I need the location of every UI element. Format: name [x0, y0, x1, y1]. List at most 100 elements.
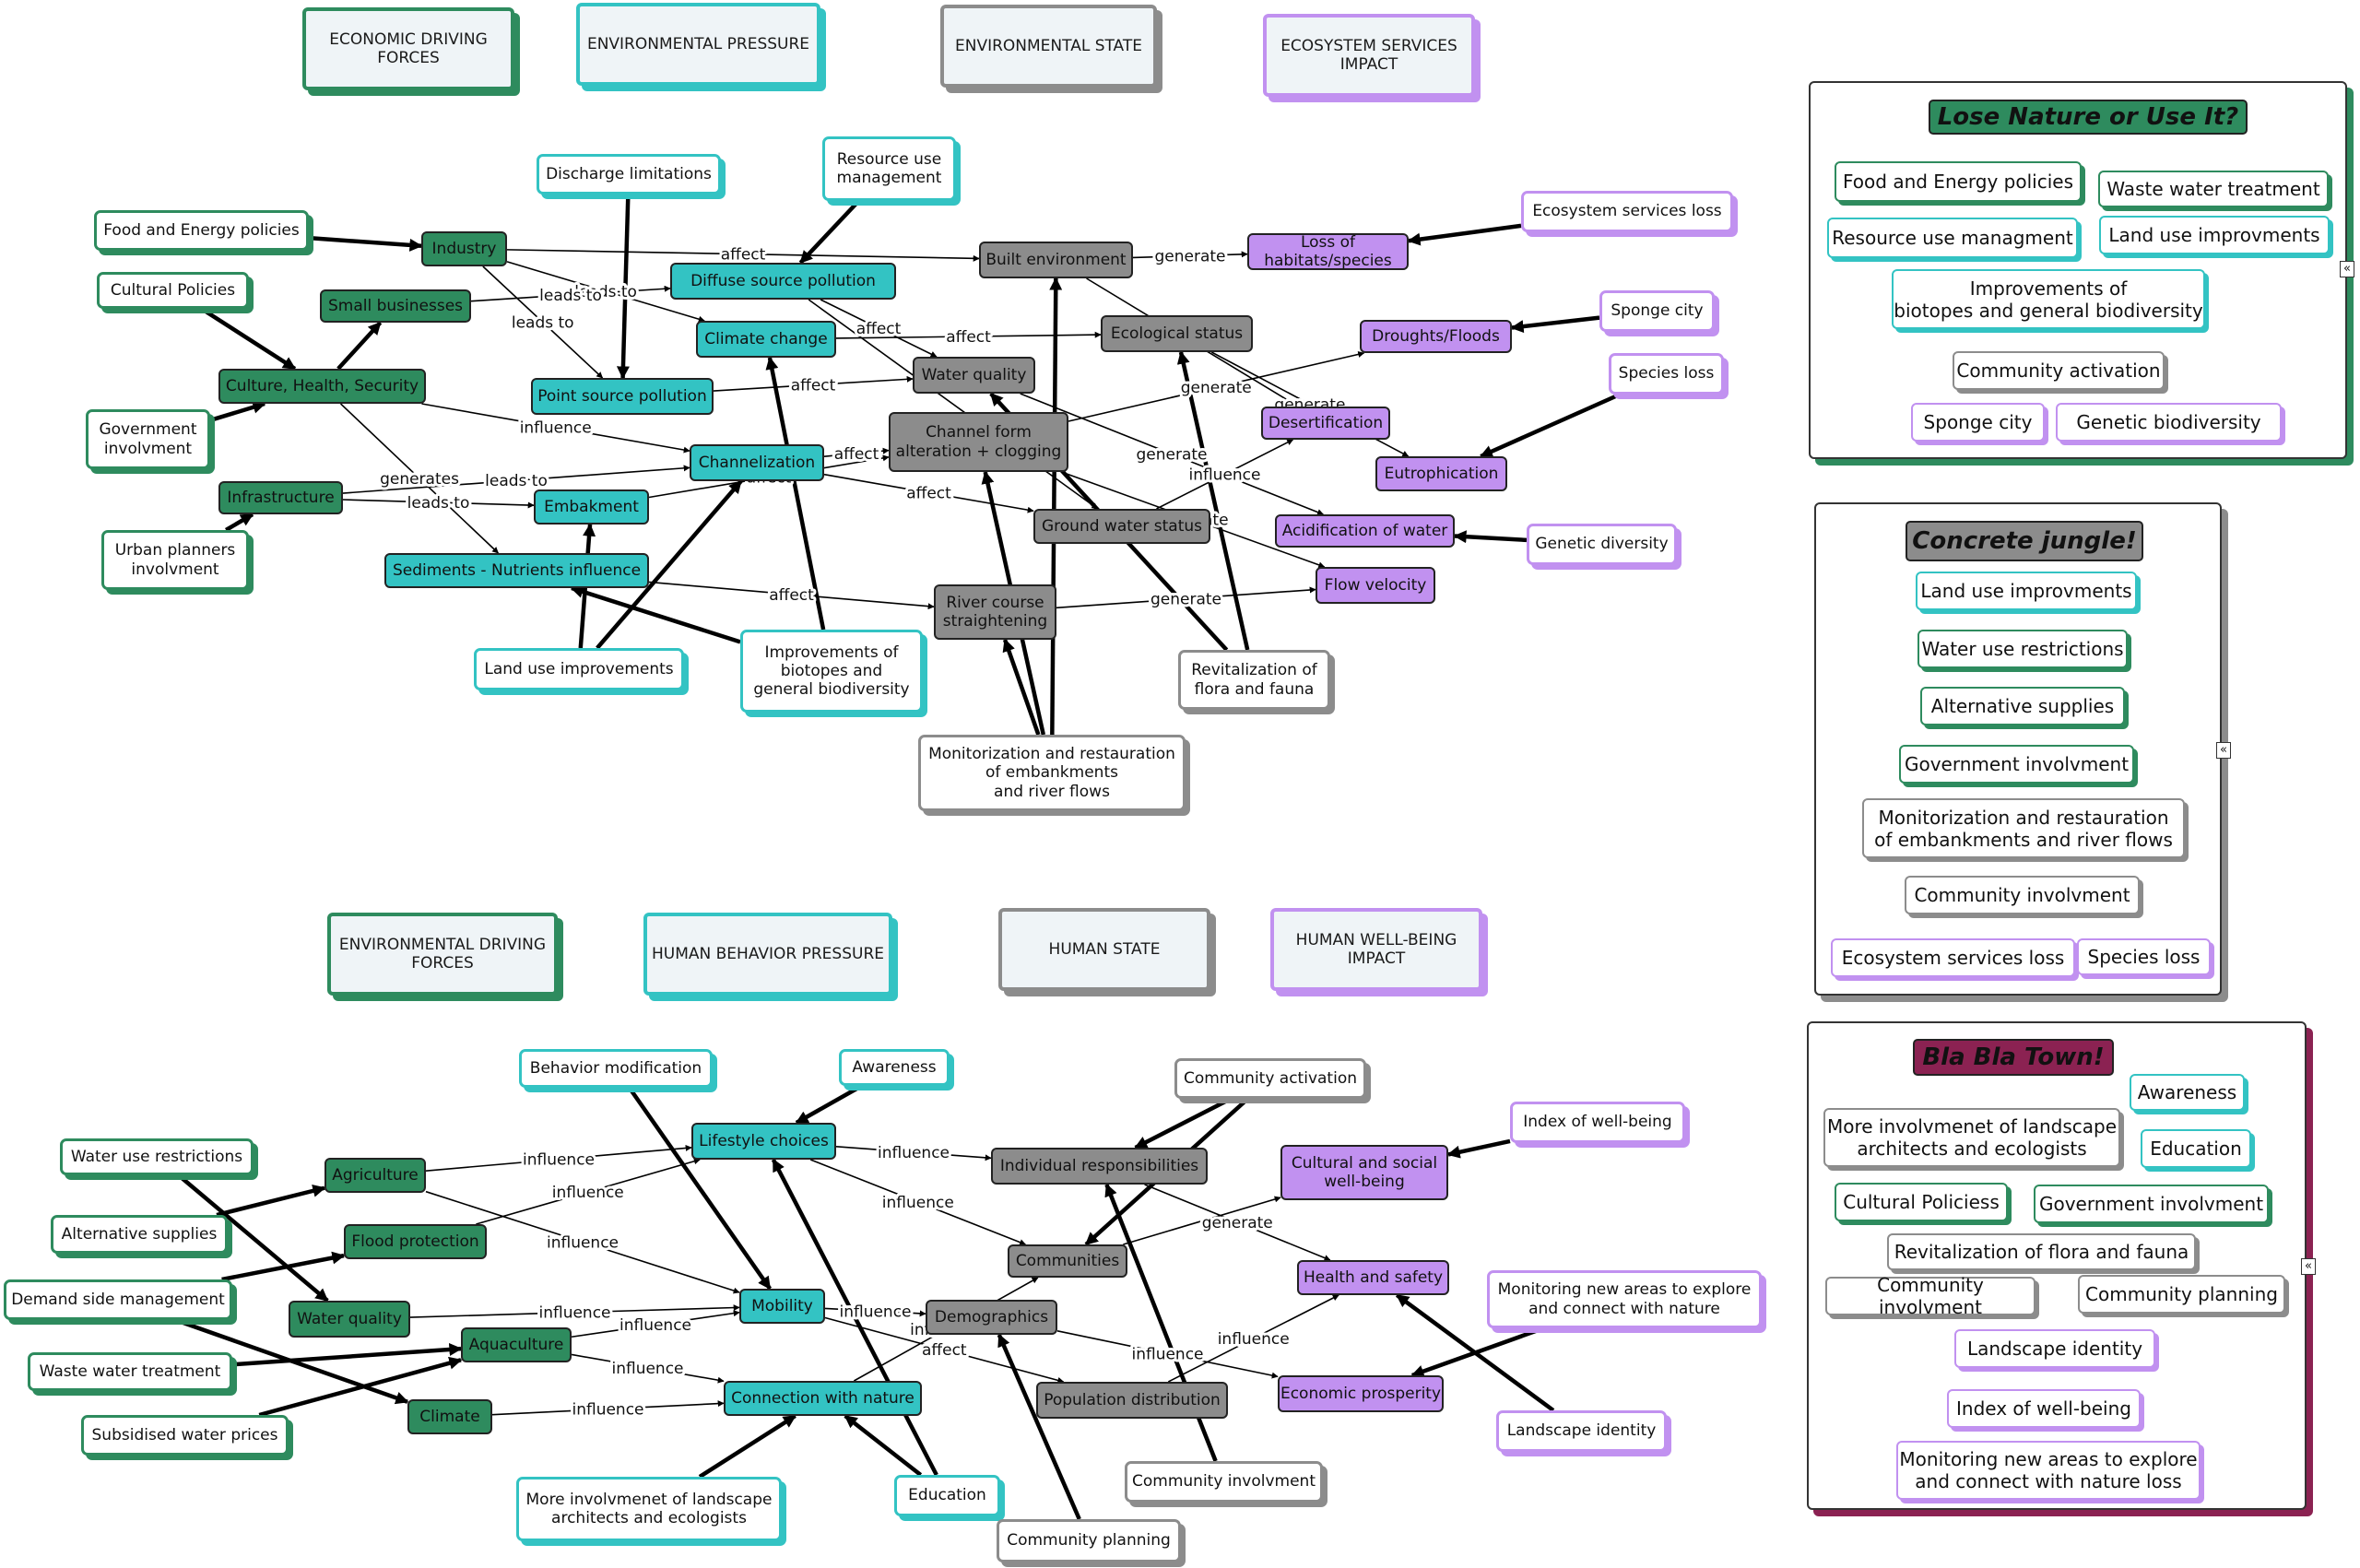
node-flow-vel[interactable]: Flow velocity: [1316, 567, 1435, 604]
node-communities[interactable]: Communities: [1008, 1244, 1127, 1278]
node-sediments[interactable]: Sediments - Nutrients influence: [384, 553, 649, 588]
node-conn-nature[interactable]: Connection with nature: [724, 1381, 922, 1416]
node-subsidised[interactable]: Subsidised water prices: [81, 1415, 289, 1456]
node-sponge[interactable]: Sponge city: [1599, 290, 1715, 332]
node-cultural-pol[interactable]: Cultural Policies: [97, 272, 249, 309]
node-education[interactable]: Education: [894, 1475, 1000, 1516]
node-river-course[interactable]: River course straightening: [934, 584, 1056, 640]
scenario-item[interactable]: Water use restrictions: [1918, 630, 2128, 668]
scenario-item[interactable]: Government involvment: [1899, 745, 2134, 784]
node-food-energy[interactable]: Food and Energy policies: [94, 210, 309, 251]
node-awareness[interactable]: Awareness: [839, 1049, 950, 1086]
node-aqua[interactable]: Aquaculture: [461, 1327, 572, 1362]
node-point-src[interactable]: Point source pollution: [531, 378, 714, 415]
scenario-item[interactable]: Improvements of biotopes and general bio…: [1892, 269, 2205, 329]
node-ground-water[interactable]: Ground water status: [1033, 509, 1210, 544]
edge-agri-to-mobility: [425, 1190, 740, 1294]
scenario-item[interactable]: Land use improvments: [1916, 572, 2137, 610]
node-climate-ch[interactable]: Climate change: [696, 321, 836, 358]
scenario-item[interactable]: Awareness: [2130, 1074, 2245, 1111]
node-more-inv[interactable]: More involvmenet of landscape architects…: [516, 1477, 782, 1541]
node-landscape-id[interactable]: Landscape identity: [1496, 1410, 1667, 1452]
node-resource-use[interactable]: Resource use management: [822, 136, 956, 201]
node-built-env[interactable]: Built environment: [979, 242, 1133, 278]
edge-label-mobility-to-pop-dist: affect: [922, 1341, 967, 1360]
edge-channelize-to-channel-form: [823, 447, 890, 457]
node-land-use-imp[interactable]: Land use improvements: [474, 648, 684, 690]
node-infra[interactable]: Infrastructure: [218, 481, 343, 514]
node-demographics[interactable]: Demographics: [926, 1300, 1057, 1335]
node-indiv-resp[interactable]: Individual responsibilities: [991, 1148, 1208, 1185]
node-channelize[interactable]: Channelization: [690, 444, 824, 481]
node-lifestyle[interactable]: Lifestyle choices: [691, 1123, 836, 1160]
node-index-wb[interactable]: Index of well-being: [1510, 1102, 1685, 1143]
scenario-item[interactable]: Genetic biodiversity: [2056, 403, 2282, 442]
node-urban-plan[interactable]: Urban planners involvment: [101, 530, 249, 590]
node-es-loss[interactable]: Ecosystem services loss: [1521, 191, 1733, 232]
scenario-item[interactable]: Education: [2141, 1129, 2251, 1168]
node-small-biz[interactable]: Small businesses: [320, 289, 471, 323]
node-climate[interactable]: Climate: [407, 1399, 492, 1434]
node-diffuse[interactable]: Diffuse source pollution: [670, 263, 896, 300]
edge-label-mobility-to-demographics: influence: [839, 1303, 911, 1321]
node-cult-social[interactable]: Cultural and social well-being: [1280, 1145, 1448, 1200]
node-droughts[interactable]: Droughts/Floods: [1360, 320, 1512, 353]
node-desert[interactable]: Desertification: [1261, 407, 1390, 440]
node-water-restr[interactable]: Water use restrictions: [60, 1138, 254, 1175]
scenario-item[interactable]: Community activation: [1953, 351, 2165, 390]
node-pop-dist[interactable]: Population distribution: [1036, 1382, 1228, 1419]
scenario-item[interactable]: Sponge city: [1911, 403, 2045, 442]
scenario-item[interactable]: Revitalization of flora and fauna: [1887, 1233, 2196, 1270]
node-acid[interactable]: Acidification of water: [1275, 514, 1455, 548]
node-econ-prosp[interactable]: Economic prosperity: [1278, 1375, 1444, 1412]
node-alt-supplies[interactable]: Alternative supplies: [51, 1215, 228, 1254]
scenario-item[interactable]: Species loss: [2077, 938, 2211, 975]
node-monitor[interactable]: Monitorization and restauration of emban…: [918, 735, 1186, 811]
scenario-item[interactable]: More involvmenet of landscape architects…: [1823, 1108, 2120, 1167]
node-industry[interactable]: Industry: [421, 231, 507, 266]
node-water-qual[interactable]: Water quality: [913, 357, 1035, 394]
node-comm-plan[interactable]: Community planning: [997, 1519, 1181, 1562]
scenario-item[interactable]: Community involvment: [1825, 1274, 2036, 1318]
scenario-item[interactable]: Alternative supplies: [1920, 687, 2125, 725]
scenario-item[interactable]: Monitoring new areas to explore and conn…: [1896, 1441, 2201, 1500]
node-revital[interactable]: Revitalization of flora and fauna: [1178, 650, 1330, 710]
node-culture-hs[interactable]: Culture, Health, Security: [218, 369, 426, 404]
node-embak[interactable]: Embakment: [534, 489, 649, 525]
scenario-item[interactable]: Index of well-being: [1947, 1389, 2141, 1428]
node-channel-form[interactable]: Channel form alteration + clogging: [889, 412, 1068, 472]
scenario-item[interactable]: Monitorization and restauration of emban…: [1862, 798, 2185, 858]
scenario-item[interactable]: Land use improvments: [2099, 216, 2330, 254]
node-flood-prot[interactable]: Flood protection: [344, 1224, 487, 1259]
node-discharge[interactable]: Discharge limitations: [537, 154, 721, 195]
node-mobility[interactable]: Mobility: [739, 1289, 825, 1324]
collapse-icon[interactable]: «: [2216, 742, 2231, 759]
scenario-item[interactable]: Government involvment: [2034, 1185, 2269, 1223]
node-eutro[interactable]: Eutrophication: [1375, 456, 1507, 491]
scenario-item[interactable]: Resource use managment: [1827, 218, 2078, 258]
node-waste-water[interactable]: Waste water treatment: [28, 1352, 232, 1391]
collapse-icon[interactable]: «: [2340, 261, 2354, 277]
node-comm-act[interactable]: Community activation: [1174, 1058, 1366, 1099]
node-behav-mod[interactable]: Behavior modification: [519, 1049, 713, 1088]
node-biotopes[interactable]: Improvements of biotopes and general bio…: [740, 630, 923, 713]
node-eco-status[interactable]: Ecological status: [1101, 315, 1253, 352]
scenario-item[interactable]: Waste water treatment: [2098, 171, 2329, 207]
node-species-loss[interactable]: Species loss: [1609, 353, 1724, 395]
scenario-item[interactable]: Community involvment: [1905, 876, 2140, 914]
scenario-item[interactable]: Cultural Policiess: [1835, 1183, 2008, 1221]
node-health-safety[interactable]: Health and safety: [1297, 1260, 1449, 1295]
scenario-item[interactable]: Ecosystem services loss: [1831, 938, 2075, 977]
node-genetic[interactable]: Genetic diversity: [1527, 524, 1677, 565]
collapse-icon[interactable]: «: [2301, 1258, 2316, 1275]
node-comm-inv[interactable]: Community involvment: [1125, 1461, 1323, 1503]
node-water-qual2[interactable]: Water quality: [289, 1301, 410, 1338]
scenario-item[interactable]: Landscape identity: [1954, 1329, 2155, 1368]
scenario-item[interactable]: Community planning: [2078, 1275, 2285, 1314]
node-gov-inv[interactable]: Government involvment: [86, 409, 210, 469]
node-monitor-new[interactable]: Monitoring new areas to explore and conn…: [1487, 1270, 1762, 1328]
node-demand-side[interactable]: Demand side management: [4, 1279, 232, 1320]
scenario-item[interactable]: Food and Energy policies: [1835, 161, 2082, 202]
node-loss-habitats[interactable]: Loss of habitats/species: [1247, 233, 1409, 270]
node-agri[interactable]: Agriculture: [324, 1158, 426, 1193]
